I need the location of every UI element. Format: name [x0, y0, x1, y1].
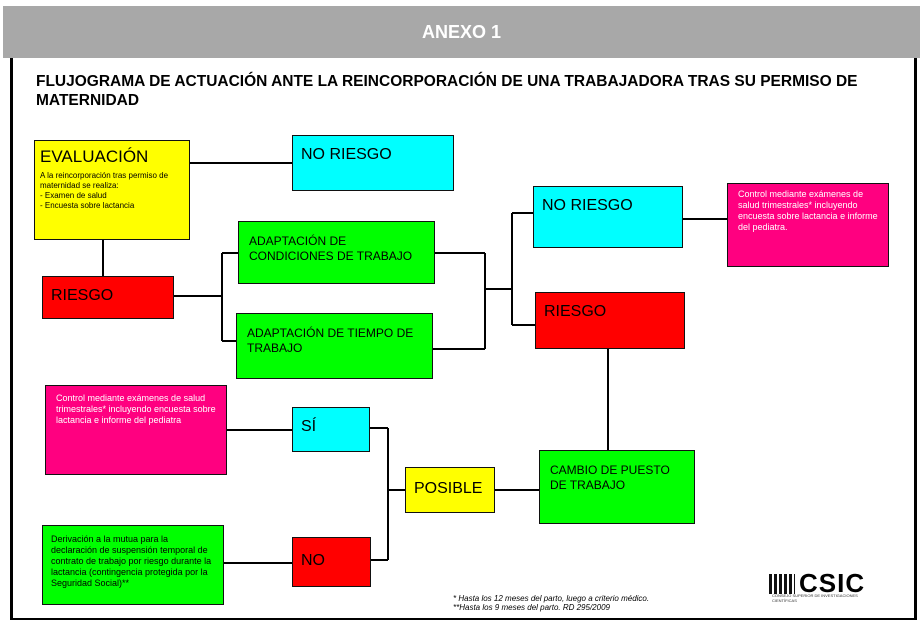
- node-no-riesgo-2: NO RIESGO: [533, 186, 683, 248]
- node-derivacion: Derivación a la mutua para la declaració…: [42, 525, 224, 605]
- csic-logo-mark: [769, 573, 795, 594]
- csic-logo-text: CSIC: [799, 568, 866, 598]
- node-no-riesgo-1: NO RIESGO: [292, 135, 454, 191]
- node-no: NO: [292, 537, 371, 587]
- footnote-2: **Hasta los 9 meses del parto. RD 295/20…: [453, 603, 610, 612]
- node-si: SÍ: [292, 407, 370, 452]
- diagram-frame: [10, 58, 917, 620]
- node-control-2: Control mediante exámenes de salud trime…: [45, 385, 227, 475]
- node-adaptacion-tiempo: ADAPTACIÓN DE TIEMPO DE TRABAJO: [236, 313, 433, 379]
- footnotes: * Hasta los 12 meses del parto, luego a …: [453, 594, 649, 612]
- node-posible: POSIBLE: [405, 467, 495, 513]
- node-evaluacion: EVALUACIÓN A la reincorporación tras per…: [34, 140, 190, 240]
- evaluacion-text: A la reincorporación tras permiso de mat…: [40, 171, 169, 210]
- node-adaptacion-condiciones: ADAPTACIÓN DE CONDICIONES DE TRABAJO: [238, 221, 435, 284]
- csic-logo: CSIC: [769, 568, 865, 599]
- node-riesgo-1: RIESGO: [42, 276, 174, 319]
- node-control-1: Control mediante exámenes de salud trime…: [727, 183, 889, 267]
- footnote-1: * Hasta los 12 meses del parto, luego a …: [453, 594, 650, 603]
- annex-title: ANEXO 1: [421, 21, 502, 42]
- node-cambio-puesto: CAMBIO DE PUESTO DE TRABAJO: [539, 450, 695, 524]
- diagram-title: FLUJOGRAMA DE ACTUACIÓN ANTE LA REINCORP…: [36, 73, 858, 109]
- csic-logo-subtitle: CONSEJO SUPERIOR DE INVESTIGACIONES CIEN…: [772, 593, 858, 603]
- evaluacion-title: EVALUACIÓN: [40, 147, 149, 166]
- annex-header: ANEXO 1: [3, 6, 920, 58]
- node-riesgo-2: RIESGO: [535, 292, 685, 349]
